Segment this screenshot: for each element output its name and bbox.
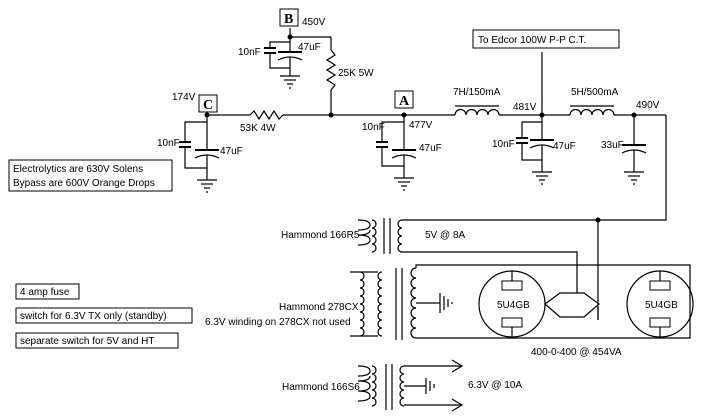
c-section (179, 115, 220, 193)
label-481-cap-elec: 47uF (553, 141, 576, 152)
label-481-cap-film: 10nF (492, 139, 515, 150)
label-choke-2: 5H/500mA (571, 87, 619, 98)
transformer-278cx (350, 264, 691, 340)
label-tube-2: 5U4GB (645, 300, 678, 311)
note-electrolytics: Electrolytics are 630V Solens (13, 164, 143, 175)
label-c-cap-film: 10nF (157, 138, 180, 149)
note-fuse: 4 amp fuse (20, 287, 70, 298)
b-section (264, 28, 337, 115)
resistor-53k (249, 109, 284, 121)
label-c-resistor: 53K 4W (240, 123, 276, 134)
node-a-voltage: 477V (409, 120, 433, 131)
v481-section (516, 52, 555, 185)
cap-note-box (8, 159, 173, 192)
label-t2-name: Hammond 278CX (279, 302, 359, 313)
choke-7h (454, 108, 500, 116)
node-b-voltage: 450V (302, 17, 326, 28)
a-section (376, 115, 417, 191)
note-switch1: switch for 6.3V TX only (standby) (20, 311, 167, 322)
transformer-166r5 (357, 218, 599, 320)
label-t2-sec: 400-0-400 @ 454VA (531, 347, 622, 358)
choke-5h (569, 108, 615, 116)
label-t1-name: Hammond 166R5 (281, 230, 360, 241)
node-c-voltage: 174V (172, 92, 196, 103)
rectifier-tube-2 (626, 270, 694, 338)
fuse-box (15, 283, 80, 300)
label-c-cap-elec: 47uF (220, 146, 243, 157)
label-a-cap-film: 10nF (362, 122, 385, 133)
label-b-resistor: 25K 5W (338, 68, 374, 79)
note-edcor: To Edcor 100W P-P C.T. (478, 35, 586, 46)
switch1-box (15, 307, 193, 324)
label-t2-note: 6.3V winding on 278CX not used (205, 317, 351, 328)
v490-section (595, 115, 667, 223)
edcor-box (472, 29, 620, 49)
label-choke-1: 7H/150mA (453, 87, 501, 98)
node-c-box (198, 94, 218, 113)
filament-wiring (544, 292, 600, 318)
node-b-letter: B (284, 12, 293, 27)
label-t3-sec: 6.3V @ 10A (468, 380, 522, 391)
label-b-cap-elec: 47uF (298, 42, 321, 53)
voltage-490: 490V (636, 100, 660, 111)
node-c-letter: C (203, 98, 213, 113)
label-tube-1: 5U4GB (497, 300, 530, 311)
node-a-letter: A (399, 94, 410, 109)
transformer-166s6 (357, 359, 464, 412)
switch2-box (15, 332, 179, 349)
label-t3-name: Hammond 166S6 (282, 382, 360, 393)
label-490-cap-elec: 33uF (601, 140, 624, 151)
note-bypass: Bypass are 600V Orange Drops (13, 178, 155, 189)
node-b-box (279, 8, 299, 27)
label-b-cap-film: 10nF (238, 47, 261, 58)
note-switch2: separate switch for 5V and HT (20, 336, 155, 347)
label-a-cap-elec: 47uF (419, 143, 442, 154)
node-a-box (394, 90, 414, 109)
label-t1-sec: 5V @ 8A (425, 230, 466, 241)
voltage-481: 481V (513, 102, 537, 113)
